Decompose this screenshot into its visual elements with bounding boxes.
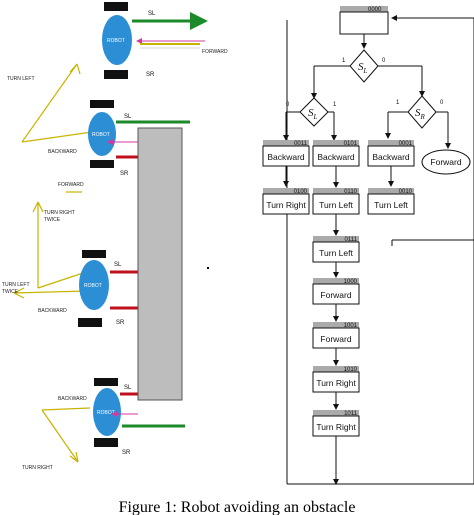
branch-one: 1 xyxy=(396,100,400,106)
state-code-bar xyxy=(313,188,359,194)
state-code-bar xyxy=(368,140,414,146)
branch-one: 1 xyxy=(342,58,346,64)
state-code: 0100 xyxy=(294,189,308,195)
state-box xyxy=(339,11,389,35)
decision-label: SL xyxy=(358,61,368,75)
sensor-left-label: SL xyxy=(124,385,132,391)
state-code-bar xyxy=(263,140,309,146)
state-action: Forward xyxy=(320,334,351,344)
start-code: 0000 xyxy=(368,7,382,13)
state-box xyxy=(262,193,310,215)
decision-label: SR xyxy=(415,107,426,121)
obstacle-block xyxy=(137,127,183,401)
state-code-bar xyxy=(313,140,359,146)
backward-label-1: BACKWARD xyxy=(48,149,77,155)
robot-body xyxy=(88,112,116,156)
state-action: Turn Left xyxy=(319,200,353,210)
robot-body xyxy=(102,15,132,65)
backward-label-2: BACKWARD xyxy=(38,308,67,314)
state-code-bar xyxy=(313,236,359,242)
state-action: Forward xyxy=(320,290,351,300)
sensor-left-label: SL xyxy=(148,11,156,17)
branch-zero: 0 xyxy=(382,58,386,64)
robot-label: ROBOT xyxy=(107,38,125,44)
robot-label: ROBOT xyxy=(84,283,102,289)
state-code-bar xyxy=(313,366,359,372)
state-action: Turn Right xyxy=(316,422,356,432)
state-code: 0111 xyxy=(345,237,358,243)
state-code: 1011 xyxy=(344,411,358,417)
robot-2: ROBOT SL SR xyxy=(88,100,190,177)
state-action: Backward xyxy=(372,152,410,162)
state-box xyxy=(367,193,415,215)
sensor-right-label: SR xyxy=(120,171,129,177)
dot-marker xyxy=(207,267,209,269)
state-code-bar xyxy=(263,188,309,194)
state-action: Backward xyxy=(317,152,355,162)
forward-label-1: FORWARD xyxy=(202,49,228,55)
robot-body xyxy=(93,388,121,436)
state-code-bar xyxy=(313,410,359,416)
flowchart: 0000 SL 1 0 SL 0 1 SR 1 0 Forward 0 xyxy=(262,6,474,485)
state-code: 0001 xyxy=(399,141,413,147)
backward-label-3: BACKWARD xyxy=(58,396,87,402)
sensor-right-label: SR xyxy=(146,72,155,78)
sensor-right-label: SR xyxy=(116,320,125,326)
state-code-bar xyxy=(313,322,359,328)
state-code-bar xyxy=(368,188,414,194)
state-action: Turn Right xyxy=(316,378,356,388)
state-action: Turn Left xyxy=(374,200,408,210)
decision-s1 xyxy=(349,49,379,83)
state-code: 1000 xyxy=(344,279,358,285)
state-code: 0011 xyxy=(294,141,308,147)
decision-sl xyxy=(299,97,329,127)
state-code: 1001 xyxy=(344,323,358,329)
robot-1: ROBOT SL FORWARD SR xyxy=(102,2,228,79)
state-code: 1010 xyxy=(344,367,358,373)
forward-terminal xyxy=(421,149,471,175)
robot-4: ROBOT SL SR xyxy=(93,378,185,456)
forward-label-2: FORWARD xyxy=(58,182,84,188)
state-action: Turn Right xyxy=(266,200,306,210)
state-code: 0010 xyxy=(399,189,413,195)
terminal-label: Forward xyxy=(430,157,461,167)
sensor-right-label: SR xyxy=(122,450,131,456)
state-code-bar xyxy=(340,6,388,12)
turn-left-label: TURN LEFT xyxy=(7,76,35,82)
branch-zero: 0 xyxy=(286,102,290,108)
sensor-left-label: SL xyxy=(114,262,122,268)
state-code-bar xyxy=(313,278,359,284)
turn-right-label: TURN RIGHT xyxy=(22,465,53,471)
figure-caption: Figure 1: Robot avoiding an obstacle xyxy=(119,499,356,515)
decision-label: SL xyxy=(308,107,318,121)
state-action: Backward xyxy=(267,152,305,162)
robot-body xyxy=(79,260,109,310)
left-robot-diagram: ROBOT SL FORWARD SR TURN LEFT BACKWARD R… xyxy=(2,2,228,471)
branch-zero: 0 xyxy=(440,100,444,106)
robot-3: ROBOT SL SR xyxy=(78,250,138,327)
state-code: 0101 xyxy=(344,141,358,147)
decision-sr xyxy=(407,95,437,129)
branch-one: 1 xyxy=(333,102,337,108)
robot-label: ROBOT xyxy=(92,132,110,138)
state-action: Turn Left xyxy=(319,248,353,258)
sensor-left-label: SL xyxy=(124,114,132,120)
state-code: 0110 xyxy=(344,189,358,195)
robot-label: ROBOT xyxy=(97,410,115,416)
